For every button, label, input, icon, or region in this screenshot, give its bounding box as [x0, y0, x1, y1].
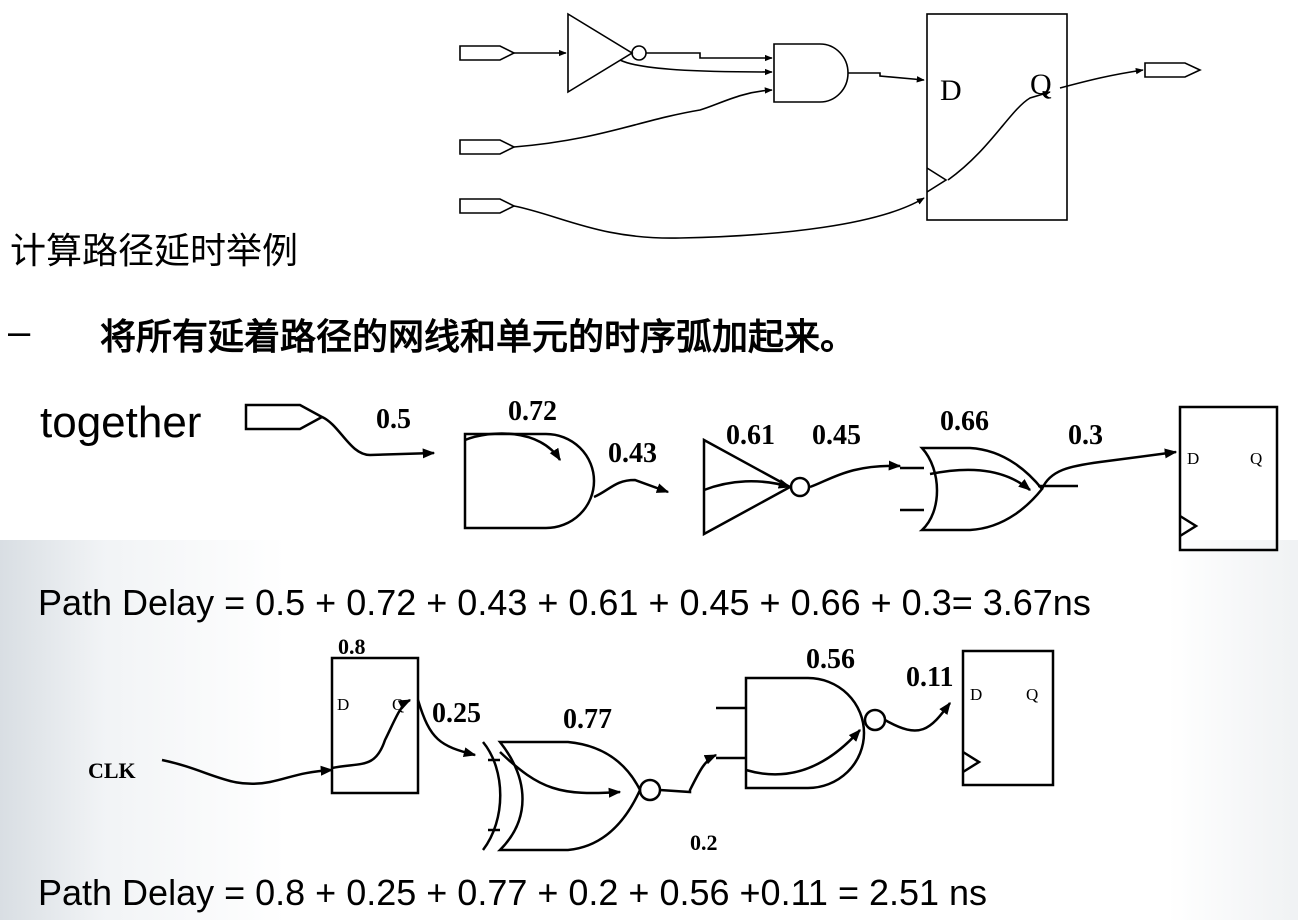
path1-ff-q-pin: Q: [1250, 449, 1262, 468]
path2-ff1-d-pin: D: [337, 695, 349, 714]
path1-delay-6: 0.3: [1068, 420, 1103, 451]
path1-ff-d-pin: D: [1187, 449, 1199, 468]
path2-ff2-clock-triangle: [962, 750, 982, 774]
path1-inverter-bubble: [789, 476, 811, 498]
path2-delay-1: 0.25: [432, 698, 481, 729]
top-ff-clock-triangle: [926, 167, 948, 193]
path2-circuit: [161, 649, 1055, 852]
slide-heading: 计算路径延时举例: [10, 231, 299, 272]
top-circuit: [459, 12, 1202, 239]
path1-delay-1: 0.72: [508, 396, 557, 427]
path2-flip-flop-1: [330, 656, 420, 795]
background-haze: [0, 540, 1298, 920]
path1-and-gate: [463, 432, 596, 530]
top-buffer-gate: [567, 12, 634, 94]
top-input-port-2: [459, 139, 516, 155]
path1-delay-4: 0.45: [812, 420, 861, 451]
path1-delay-0: 0.5: [376, 404, 411, 435]
path1-delay-5: 0.66: [940, 406, 989, 437]
path1-delay-3: 0.61: [726, 420, 775, 451]
top-flip-flop: [926, 13, 1068, 221]
path1-or-gate: [918, 446, 1044, 532]
path1-circuit: [244, 403, 1279, 552]
path2-delay-4: 0.56: [806, 644, 855, 675]
top-ff-q-pin: Q: [1030, 68, 1052, 101]
path1-ff-clock-triangle: [1179, 514, 1199, 538]
path2-or-bubble: [638, 778, 662, 802]
path-delay-formula-1: Path Delay = 0.5 + 0.72 + 0.43 + 0.61 + …: [38, 582, 1091, 623]
path2-or-gate: [496, 740, 642, 852]
path2-ff2-d-pin: D: [970, 685, 982, 704]
top-ff-d-pin: D: [940, 74, 962, 107]
top-input-port-1: [459, 45, 516, 61]
path2-delay-3: 0.2: [690, 830, 718, 855]
path2-delay-2: 0.77: [563, 704, 612, 735]
path2-clk-label: CLK: [88, 758, 136, 783]
path2-ff2-q-pin: Q: [1026, 685, 1038, 704]
bullet-text: 将所有延着路径的网线和单元的时序弧加起来。: [100, 317, 857, 358]
path1-inverter-gate: [702, 437, 793, 537]
path1-flip-flop: [1178, 405, 1279, 552]
top-input-port-3: [459, 198, 516, 214]
path-delay-formula-2: Path Delay = 0.8 + 0.25 + 0.77 + 0.2 + 0…: [38, 872, 988, 913]
path2-and-bubble: [863, 708, 887, 732]
path2-delay-5: 0.11: [906, 662, 953, 693]
path2-ff1-q-pin: Q: [392, 695, 404, 714]
path1-delay-labels: 0.5 0.72 0.43 0.61 0.45 0.66 0.3: [376, 396, 1103, 469]
path1-delay-2: 0.43: [608, 438, 657, 469]
path1-input-port: [244, 403, 325, 431]
top-buffer-bubble: [631, 45, 647, 61]
together-label: together: [40, 398, 202, 447]
path2-delay-labels: 0.8 0.25 0.77 0.2 0.56 0.11: [338, 634, 953, 855]
bullet-dash: –: [8, 310, 31, 354]
top-output-port: [1144, 62, 1202, 78]
path2-flip-flop-2: [961, 649, 1055, 787]
path2-delay-0: 0.8: [338, 634, 366, 659]
top-and-gate: [773, 43, 849, 103]
path2-and-gate: [744, 676, 866, 790]
